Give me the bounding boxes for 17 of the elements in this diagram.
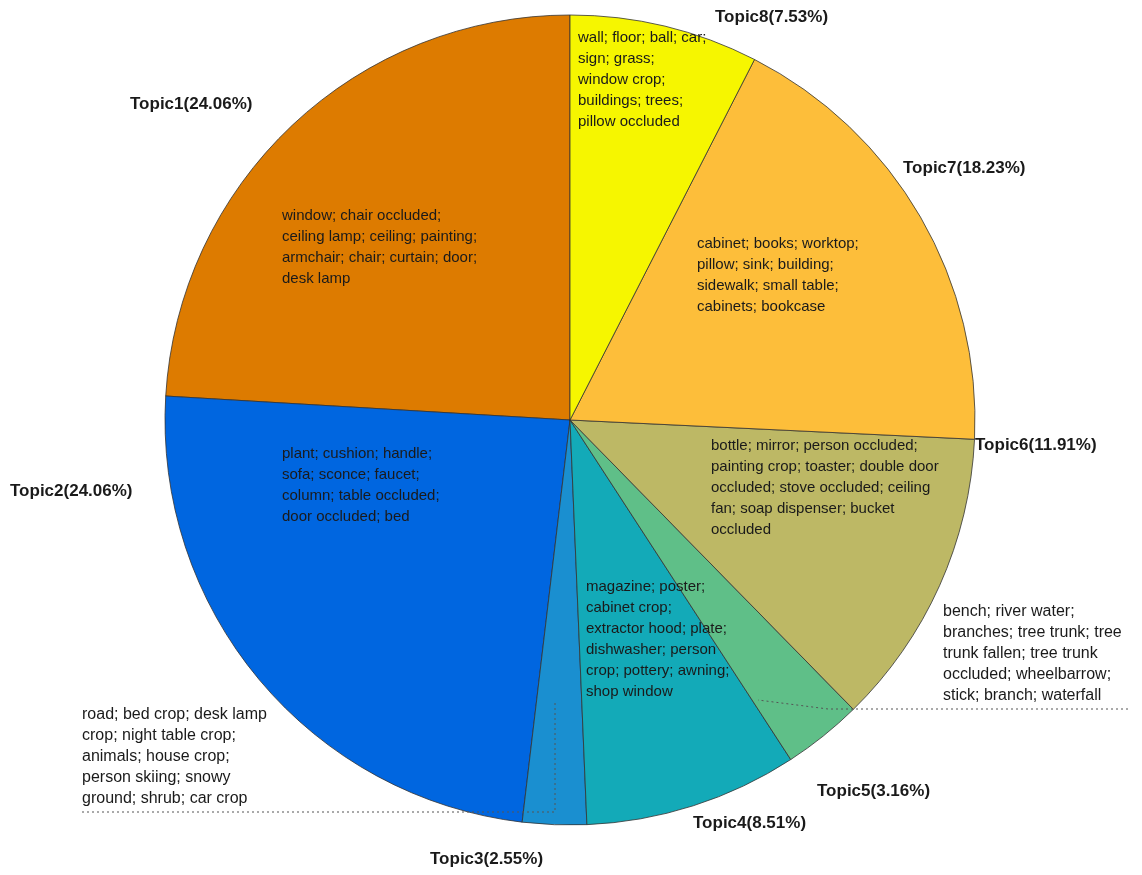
- slice-label: Topic5(3.16%): [817, 780, 931, 801]
- slice-label: Topic8(7.53%): [715, 6, 829, 27]
- slice-label: Topic3(2.55%): [430, 848, 544, 869]
- word-list: road; bed crop; desk lamp crop; night table crop; animals; house crop; person skiing; snowy ground; shrub; car crop: [82, 703, 282, 808]
- word-list: cabinet; books; worktop; pillow; sink; building; sidewalk; small table; cabinets; bookcase: [697, 232, 897, 316]
- word-list: bench; river water; branches; tree trunk; tree trunk fallen; tree trunk occluded; wheelbarrow; stick; branch; waterfall: [943, 600, 1128, 705]
- slice-label: Topic7(18.23%): [903, 157, 1026, 178]
- word-list: magazine; poster; cabinet crop; extractor hood; plate; dishwasher; person crop; pottery; awning; shop window: [586, 575, 731, 701]
- slice-label: Topic6(11.91%): [975, 434, 1097, 455]
- word-list: wall; floor; ball; car; sign; grass; window crop; buildings; trees; pillow occluded: [578, 26, 708, 131]
- leader-line: [757, 699, 1129, 710]
- slice-label: Topic2(24.06%): [10, 480, 133, 501]
- word-list: plant; cushion; handle; sofa; sconce; faucet; column; table occluded; door occluded; bed: [282, 442, 467, 526]
- word-list: bottle; mirror; person occluded; painting crop; toaster; double door occluded; stove occluded; ceiling fan; soap dispenser; bucket occluded: [711, 434, 951, 539]
- slice-label: Topic4(8.51%): [693, 812, 807, 833]
- word-list: window; chair occluded; ceiling lamp; ceiling; painting; armchair; chair; curtain; door; desk lamp: [282, 204, 482, 288]
- slice-label: Topic1(24.06%): [130, 93, 253, 114]
